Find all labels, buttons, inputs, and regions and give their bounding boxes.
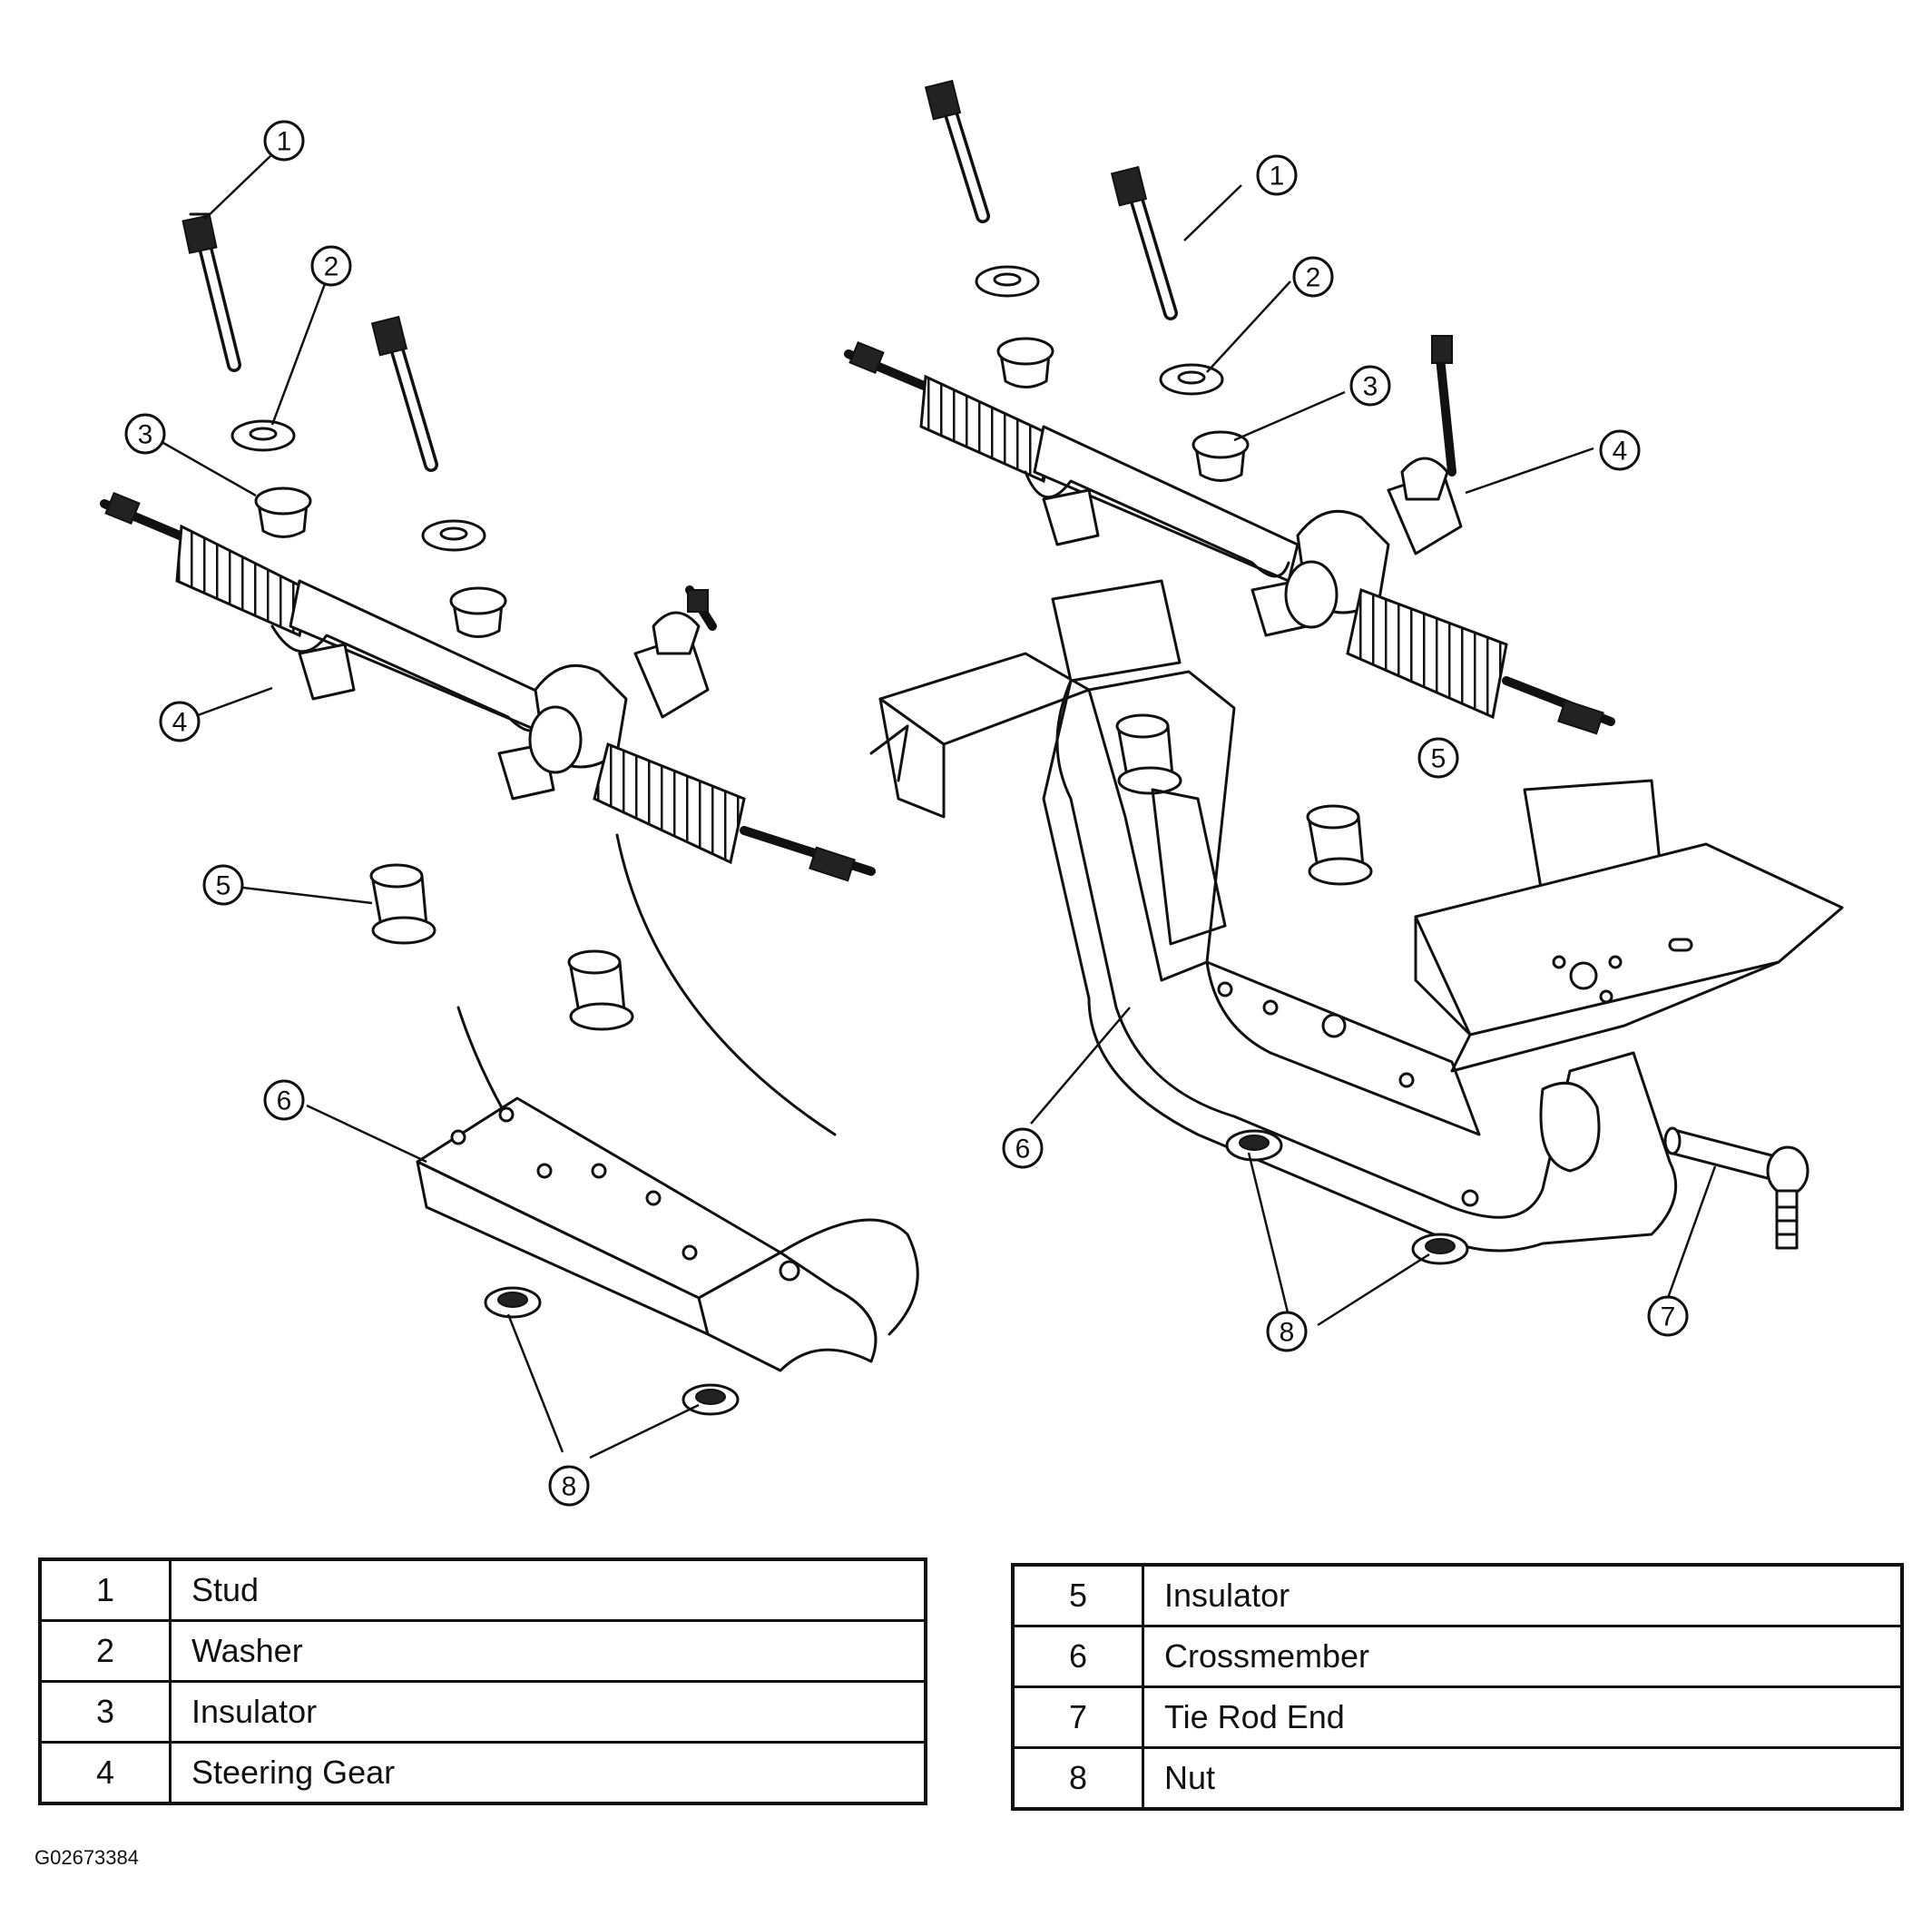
washer-part bbox=[230, 419, 296, 452]
svg-text:7: 7 bbox=[1661, 1302, 1676, 1332]
legend-row: 5 Insulator bbox=[1011, 1563, 1904, 1627]
callout-1: 1 bbox=[1256, 154, 1298, 196]
svg-text:2: 2 bbox=[324, 252, 339, 282]
legend-row: 1 Stud bbox=[38, 1558, 927, 1622]
legend-row: 4 Steering Gear bbox=[38, 1741, 927, 1805]
stud-part bbox=[370, 315, 438, 472]
callout-3: 3 bbox=[124, 413, 166, 455]
legend-number: 1 bbox=[38, 1558, 172, 1622]
callout-6: 6 bbox=[1002, 1127, 1044, 1169]
nut-part bbox=[484, 1286, 542, 1319]
legend-table-left: 1 Stud 2 Washer 3 Insulator 4 Steering G… bbox=[38, 1558, 927, 1805]
steering-gear-part bbox=[100, 491, 876, 882]
insulator-part bbox=[254, 486, 312, 538]
stud-part bbox=[181, 212, 241, 372]
callout-2: 2 bbox=[1292, 256, 1334, 298]
svg-text:4: 4 bbox=[1613, 437, 1628, 467]
legend-number: 7 bbox=[1011, 1685, 1144, 1749]
washer-part bbox=[1159, 363, 1224, 396]
left-assembly bbox=[100, 212, 919, 1416]
svg-text:4: 4 bbox=[172, 708, 188, 738]
exploded-diagram: 1 2 3 4 5 6 8 1 2 3 4 5 6 8 7 bbox=[100, 79, 1844, 1507]
legend-row: 6 Crossmember bbox=[1011, 1625, 1904, 1688]
callout-2: 2 bbox=[310, 245, 352, 287]
washer-part bbox=[975, 265, 1040, 298]
figure-id: G02673384 bbox=[34, 1846, 139, 1869]
tie-rod-end-part bbox=[1663, 1126, 1809, 1250]
legend-part-name: Insulator bbox=[169, 1680, 927, 1744]
legend-part-name: Crossmember bbox=[1142, 1625, 1904, 1688]
insulator-part bbox=[1192, 430, 1250, 482]
insulator-part bbox=[369, 863, 436, 945]
callout-3: 3 bbox=[1349, 365, 1391, 407]
svg-text:3: 3 bbox=[138, 420, 153, 450]
insulator-part bbox=[1115, 713, 1182, 795]
legend-part-name: Steering Gear bbox=[169, 1741, 927, 1805]
insulator-part bbox=[996, 337, 1054, 388]
callout-1: 1 bbox=[263, 120, 305, 162]
svg-text:8: 8 bbox=[1280, 1318, 1295, 1348]
callout-4: 4 bbox=[1599, 429, 1641, 471]
legend-part-name: Insulator bbox=[1142, 1563, 1904, 1627]
callout-4: 4 bbox=[159, 701, 201, 742]
legend-row: 7 Tie Rod End bbox=[1011, 1685, 1904, 1749]
crossmember-part bbox=[869, 579, 1844, 1253]
callout-7: 7 bbox=[1647, 1295, 1689, 1337]
svg-text:5: 5 bbox=[216, 871, 231, 901]
leader-lines bbox=[162, 153, 1717, 1459]
legend-row: 8 Nut bbox=[1011, 1746, 1904, 1811]
legend-part-name: Stud bbox=[169, 1558, 927, 1622]
svg-text:1: 1 bbox=[277, 127, 292, 157]
washer-part bbox=[421, 519, 486, 552]
insulator-part bbox=[567, 949, 634, 1031]
steering-gear-part bbox=[844, 335, 1615, 735]
legend-table-right: 5 Insulator 6 Crossmember 7 Tie Rod End … bbox=[1011, 1563, 1904, 1811]
svg-text:8: 8 bbox=[562, 1472, 577, 1502]
svg-text:1: 1 bbox=[1270, 162, 1285, 192]
callout-6: 6 bbox=[263, 1079, 305, 1121]
legend-number: 8 bbox=[1011, 1746, 1144, 1811]
legend-row: 3 Insulator bbox=[38, 1680, 927, 1744]
legend-number: 6 bbox=[1011, 1625, 1144, 1688]
svg-text:2: 2 bbox=[1306, 263, 1321, 293]
legend-number: 4 bbox=[38, 1741, 172, 1805]
svg-text:6: 6 bbox=[1015, 1135, 1031, 1164]
svg-text:3: 3 bbox=[1363, 372, 1378, 402]
svg-text:5: 5 bbox=[1431, 744, 1447, 774]
nut-part bbox=[1225, 1129, 1283, 1162]
svg-text:6: 6 bbox=[277, 1086, 292, 1116]
right-assembly bbox=[844, 79, 1844, 1265]
legend-number: 2 bbox=[38, 1619, 172, 1683]
legend-number: 3 bbox=[38, 1680, 172, 1744]
legend-row: 2 Washer bbox=[38, 1619, 927, 1683]
callout-8: 8 bbox=[1266, 1311, 1308, 1352]
insulator-part bbox=[449, 586, 507, 638]
callout-8: 8 bbox=[548, 1465, 590, 1507]
legend-part-name: Washer bbox=[169, 1619, 927, 1683]
stud-part bbox=[924, 79, 990, 223]
crossmember-part bbox=[416, 833, 919, 1372]
callout-5: 5 bbox=[202, 864, 244, 906]
legend-part-name: Nut bbox=[1142, 1746, 1904, 1811]
legend-number: 5 bbox=[1011, 1563, 1144, 1627]
stud-part bbox=[1110, 165, 1178, 320]
insulator-part bbox=[1306, 804, 1373, 886]
legend-part-name: Tie Rod End bbox=[1142, 1685, 1904, 1749]
callout-5: 5 bbox=[1417, 737, 1459, 779]
